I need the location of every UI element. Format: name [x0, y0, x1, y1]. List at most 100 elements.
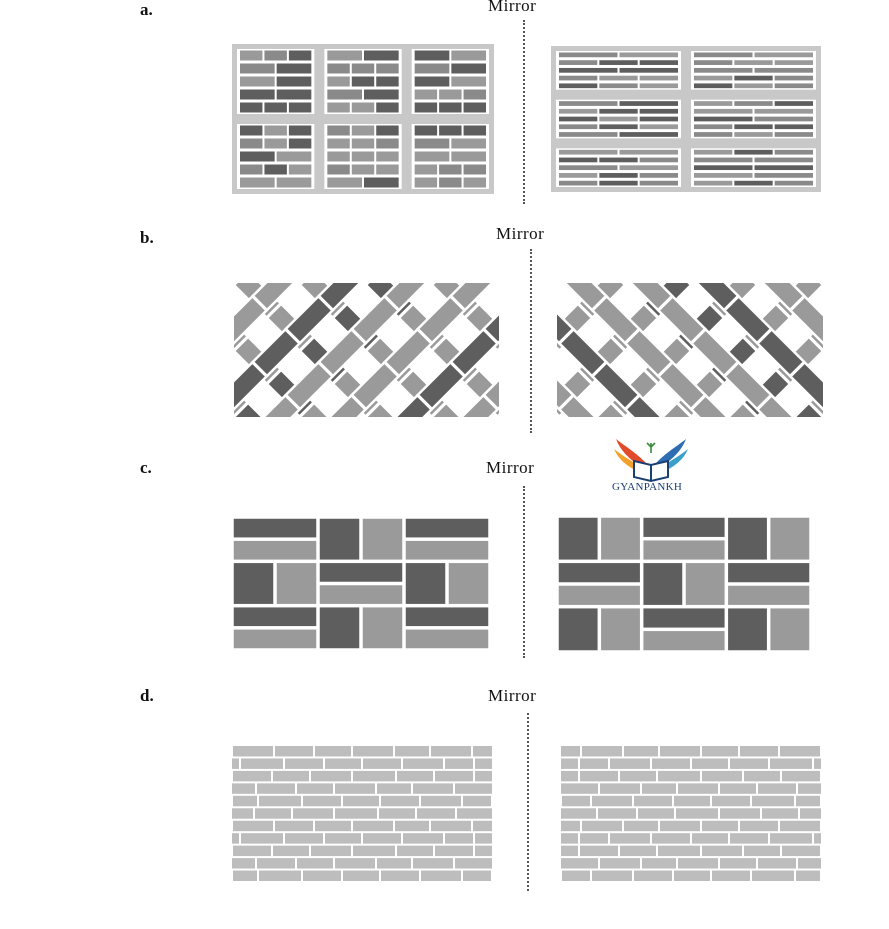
tile [562, 795, 590, 807]
tile [752, 795, 794, 807]
tile [720, 858, 756, 869]
mirror-line-c [523, 486, 525, 658]
tile [379, 808, 415, 819]
option-label-b: b. [140, 228, 154, 247]
tile [734, 149, 773, 155]
tile [642, 858, 676, 869]
tile [351, 102, 375, 113]
tile [684, 561, 727, 607]
tile [598, 808, 636, 819]
tile [798, 783, 821, 794]
tile [311, 770, 351, 782]
tile [351, 164, 375, 175]
tile [641, 538, 727, 562]
tile [240, 138, 263, 149]
tile [404, 561, 447, 606]
tile [288, 164, 312, 175]
tile [318, 583, 404, 606]
tile [414, 63, 450, 74]
tile [276, 177, 312, 188]
tile [641, 516, 727, 539]
tile [758, 858, 796, 869]
tile [798, 858, 821, 869]
tile [641, 629, 727, 652]
tile [376, 63, 399, 74]
tile [694, 75, 733, 81]
pattern-b-left [234, 283, 499, 417]
tile [463, 177, 486, 188]
tile [325, 833, 361, 844]
tile [259, 795, 301, 807]
tile [413, 858, 453, 869]
tile [734, 132, 773, 137]
tile [496, 414, 499, 417]
mirror-label-a: Mirror [488, 0, 537, 15]
tile [658, 770, 700, 782]
tile [639, 173, 678, 178]
tile [463, 795, 491, 807]
tile [639, 124, 678, 130]
tile [451, 63, 486, 74]
tile [264, 138, 287, 149]
tile [261, 393, 302, 417]
tile [694, 124, 733, 130]
tile [404, 605, 490, 628]
tile [774, 180, 813, 186]
tile [559, 173, 598, 178]
tile [381, 795, 419, 807]
tile [694, 149, 733, 155]
tile [325, 758, 361, 769]
tile [619, 101, 678, 106]
option-label-c: c. [140, 458, 152, 477]
tile [758, 783, 796, 794]
tile [496, 348, 499, 354]
tile [600, 858, 640, 869]
mirror-line-d [527, 713, 529, 891]
tile [557, 393, 598, 417]
tile [641, 561, 684, 607]
tile [740, 820, 778, 832]
tile [694, 52, 753, 58]
tile [752, 870, 794, 881]
tile [297, 858, 333, 869]
tile [610, 833, 650, 844]
tile [318, 517, 361, 562]
tile [414, 102, 438, 113]
tile [363, 758, 401, 769]
tile [561, 770, 578, 782]
tile [774, 149, 813, 155]
tile [473, 746, 492, 757]
pattern-c-left [232, 517, 490, 650]
tile [439, 164, 462, 175]
pattern-a-left [232, 44, 494, 194]
tile [780, 820, 820, 832]
tile [264, 164, 287, 175]
tile [762, 808, 798, 819]
tile [240, 125, 263, 136]
tile [754, 157, 813, 163]
herringbone-group [557, 283, 823, 417]
tile [445, 833, 473, 844]
tile [726, 606, 769, 652]
tile [652, 758, 690, 769]
open-book-wings-logo-icon [614, 439, 688, 483]
tile [327, 125, 350, 136]
tile [376, 102, 399, 113]
tile [689, 393, 730, 417]
tile [451, 76, 486, 87]
tile [774, 124, 813, 130]
herringbone-group [234, 283, 499, 417]
tile [257, 858, 295, 869]
tile [557, 516, 600, 562]
tile [599, 60, 638, 65]
tile [232, 783, 255, 794]
tile [754, 67, 813, 73]
tile [599, 606, 642, 652]
tile [288, 125, 312, 136]
tile [435, 845, 473, 857]
tile [264, 102, 287, 113]
tile [754, 116, 813, 122]
tile [288, 50, 312, 61]
tile [561, 783, 598, 794]
tile [315, 746, 351, 757]
